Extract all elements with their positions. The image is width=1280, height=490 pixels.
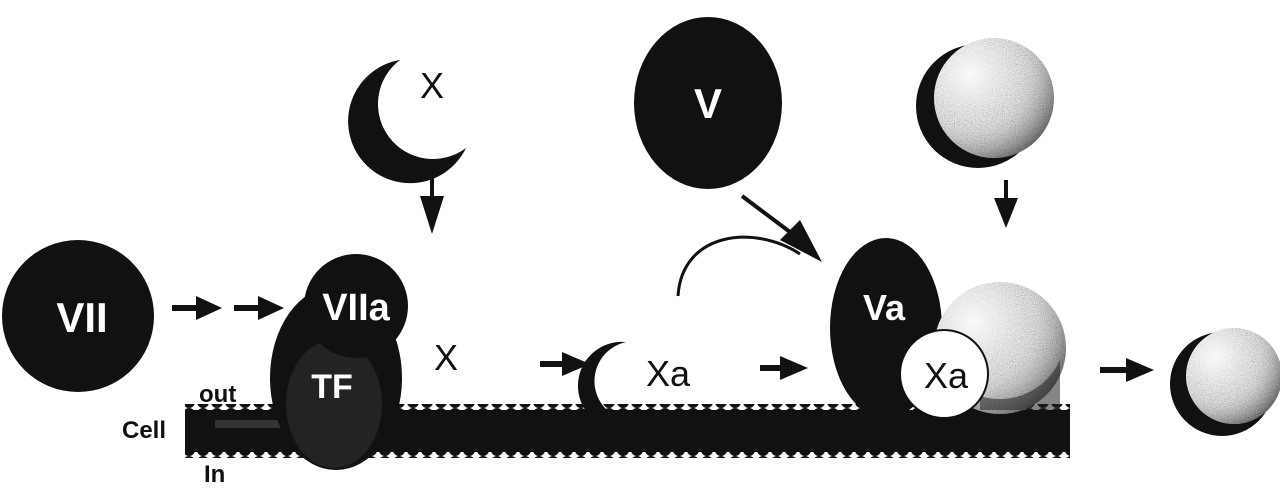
arrow-x-down bbox=[420, 178, 444, 234]
factor-xa-mid: Xa bbox=[577, 341, 691, 430]
factor-vii: VII bbox=[2, 240, 154, 392]
factor-viia bbox=[304, 254, 408, 358]
factor-va-label: Va bbox=[863, 287, 906, 328]
factor-v: V bbox=[634, 17, 782, 189]
arrow-to-thrombin bbox=[1100, 358, 1154, 382]
factor-vii-label: VII bbox=[56, 294, 107, 341]
arrow-v-to-va bbox=[740, 194, 822, 262]
factor-viia-label: VIIa bbox=[322, 287, 390, 329]
arrow-prothrombin-down bbox=[994, 180, 1018, 228]
factor-xa-complex-label: Xa bbox=[924, 355, 969, 396]
factor-x-top-label: X bbox=[420, 65, 444, 106]
factor-xa-mid-label: Xa bbox=[646, 353, 691, 394]
tf-label: TF bbox=[311, 368, 353, 406]
factor-xa-bound bbox=[899, 329, 989, 419]
in-label: In bbox=[204, 461, 225, 488]
cell-label: Cell bbox=[122, 417, 166, 444]
va-xa-complex: Va Xa bbox=[830, 238, 1066, 419]
arrow-vii-to-viia bbox=[172, 296, 284, 320]
factor-v-label: V bbox=[694, 80, 722, 127]
factor-x-crescent-top: X bbox=[348, 60, 466, 184]
thrombin-product bbox=[1170, 328, 1280, 436]
factor-x-mid-label: X bbox=[434, 337, 458, 378]
out-label: out bbox=[199, 381, 236, 408]
arrow-xa-to-complex bbox=[760, 356, 808, 380]
prothrombin-top bbox=[916, 38, 1054, 168]
feedback-arc bbox=[676, 235, 801, 297]
tf-viia-complex: VIIa TF bbox=[270, 254, 408, 470]
arrow-x-to-xa bbox=[540, 352, 590, 376]
